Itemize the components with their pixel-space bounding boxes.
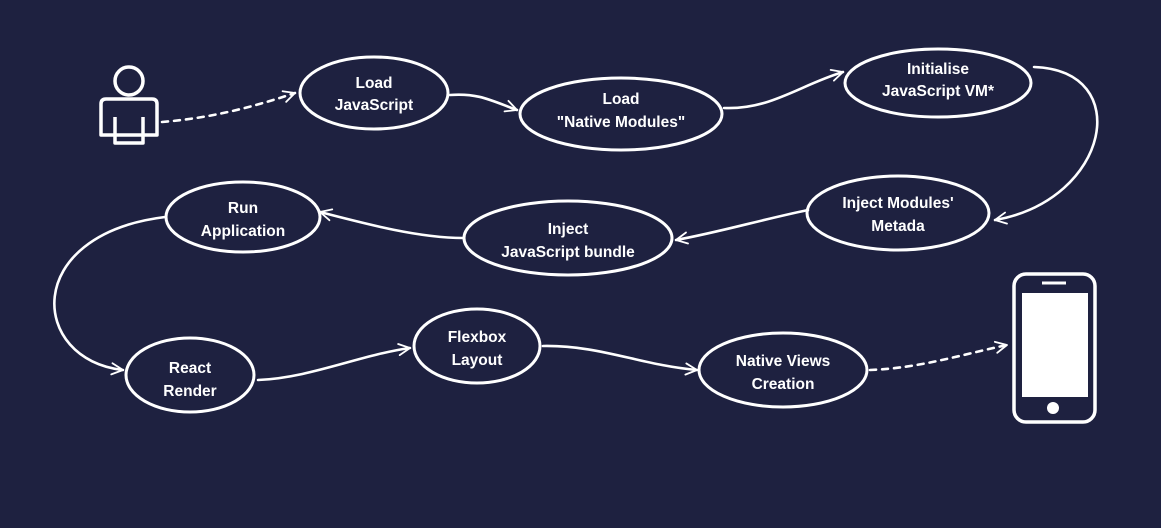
- node-label-line: Run: [228, 200, 258, 217]
- node-label-line: Load: [602, 91, 639, 108]
- edge-init-vm-to-inject-metadata: [993, 65, 1099, 225]
- node-label-line: Native Views: [736, 353, 831, 370]
- node-label-line: Inject Modules': [842, 195, 953, 212]
- node-run-application: Run Application: [164, 180, 322, 254]
- node-label-line: Render: [163, 383, 216, 400]
- node-load-native-modules: Load "Native Modules": [518, 76, 724, 152]
- node-label-line: Metada: [871, 218, 925, 235]
- smartphone-icon: [1012, 272, 1097, 424]
- edge-user-to-load-js: [160, 90, 297, 124]
- node-flexbox-layout: Flexbox Layout: [412, 307, 542, 385]
- node-inject-js-bundle: Inject JavaScript bundle: [462, 199, 674, 277]
- node-initialise-js-vm: Initialise JavaScript VM*: [843, 47, 1033, 119]
- edge-react-render-to-flexbox: [256, 343, 412, 382]
- node-load-javascript: Load JavaScript: [298, 55, 450, 131]
- node-label-line: React: [169, 360, 211, 377]
- node-label-line: Application: [201, 223, 285, 240]
- node-label-line: JavaScript VM*: [882, 83, 995, 100]
- node-label-line: Flexbox: [448, 329, 507, 346]
- edge-native-views-to-phone: [868, 340, 1009, 372]
- edge-run-app-to-react-render: [53, 215, 167, 376]
- node-label-line: Load: [355, 75, 392, 92]
- node-label-line: Creation: [752, 376, 815, 393]
- node-inject-modules-metadata: Inject Modules' Metada: [805, 174, 991, 252]
- node-label-line: JavaScript: [335, 97, 413, 114]
- node-label-line: Initialise: [907, 61, 969, 78]
- edge-load-native-to-init-vm: [722, 68, 845, 110]
- node-label-line: JavaScript bundle: [501, 244, 635, 261]
- edge-inject-bundle-to-run-app: [318, 208, 465, 240]
- edge-flexbox-to-native-views: [541, 344, 699, 376]
- node-label-line: Layout: [452, 352, 503, 369]
- user-icon: [99, 65, 159, 145]
- edge-load-js-to-load-native: [448, 93, 519, 113]
- node-native-views-creation: Native Views Creation: [697, 331, 869, 409]
- edge-inject-metadata-to-inject-bundle: [674, 208, 810, 245]
- node-react-render: React Render: [124, 336, 256, 414]
- node-label-line: Inject: [548, 221, 588, 238]
- node-label-line: "Native Modules": [557, 114, 685, 131]
